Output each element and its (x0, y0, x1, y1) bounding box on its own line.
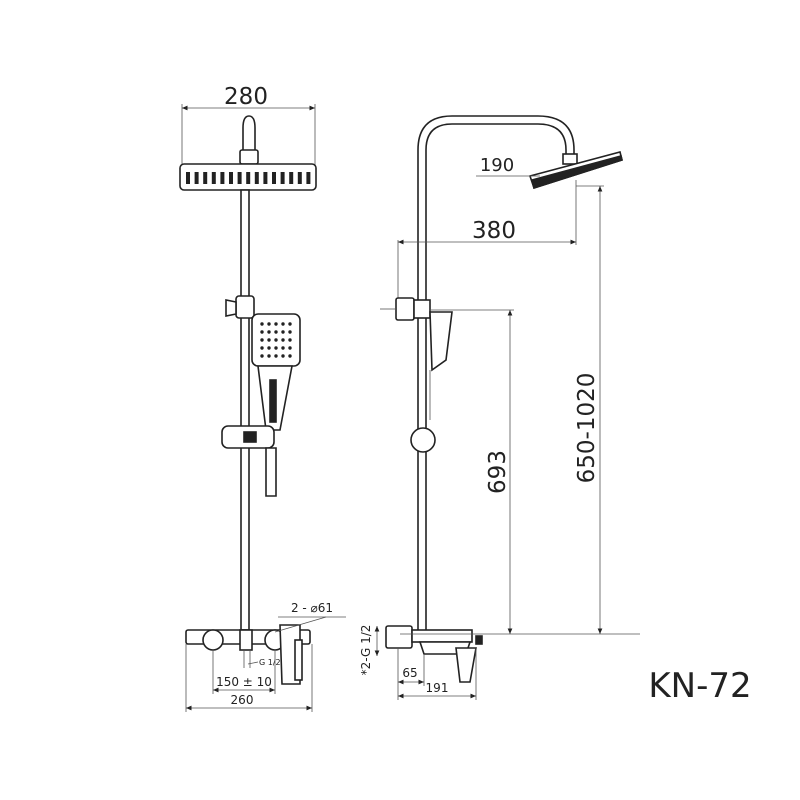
connections-label: 2 - ⌀61 (291, 601, 333, 615)
head-width-label: 280 (224, 84, 268, 110)
nozzle (267, 322, 271, 326)
nozzle (186, 172, 190, 184)
front-view: 280 (179, 84, 346, 712)
nozzle (260, 346, 264, 350)
nozzle (260, 322, 264, 326)
nozzle (288, 346, 292, 350)
nozzle (254, 172, 259, 184)
arm-projection-label: 380 (472, 218, 516, 244)
thread-label: *2-G 1/2 (359, 625, 373, 676)
nozzle (229, 172, 233, 184)
nozzle (281, 346, 285, 350)
nozzle (267, 330, 271, 334)
nozzle (267, 346, 271, 350)
holder-height-label: 693 (485, 450, 511, 494)
head-diameter-label: 190 (480, 155, 514, 176)
spacing-label: 150 ± 10 (216, 675, 272, 689)
rain-shower-head (179, 163, 317, 191)
nozzle (274, 338, 278, 342)
mixer-front (185, 624, 311, 685)
nozzle (246, 172, 251, 184)
nozzle (274, 330, 278, 334)
nozzle (260, 354, 264, 358)
side-view: 190 380 693 650-1020 (359, 115, 640, 700)
hand-shower (251, 313, 301, 431)
nozzle (281, 354, 285, 358)
nozzle (274, 346, 278, 350)
nozzle (263, 172, 268, 184)
mixer-width-label: 260 (231, 693, 254, 707)
nozzle (203, 172, 208, 184)
nozzle (274, 322, 278, 326)
nozzle (220, 172, 225, 184)
nozzle (211, 172, 216, 184)
nozzle (260, 330, 264, 334)
nozzle (274, 354, 278, 358)
nozzle (297, 172, 302, 184)
nozzle (267, 338, 271, 342)
nozzle (194, 172, 199, 184)
mixer-side (385, 625, 483, 683)
nozzle (306, 172, 311, 184)
nozzle (272, 172, 276, 184)
depth-mixer-label: 191 (426, 681, 449, 695)
nozzle (289, 172, 294, 184)
nozzle (281, 330, 285, 334)
nozzle (260, 338, 264, 342)
thread-small-label: G 1/2 (259, 658, 281, 667)
nozzle (237, 172, 242, 184)
nozzle (267, 354, 271, 358)
nozzle (288, 330, 292, 334)
nozzle (281, 338, 285, 342)
nozzle (288, 322, 292, 326)
nozzle (288, 354, 292, 358)
total-height-label: 650-1020 (574, 373, 600, 484)
model-number: KN-72 (648, 666, 751, 706)
nozzle (280, 172, 285, 184)
depth-small-label: 65 (402, 666, 417, 680)
nozzle (288, 338, 292, 342)
nozzle (281, 322, 285, 326)
